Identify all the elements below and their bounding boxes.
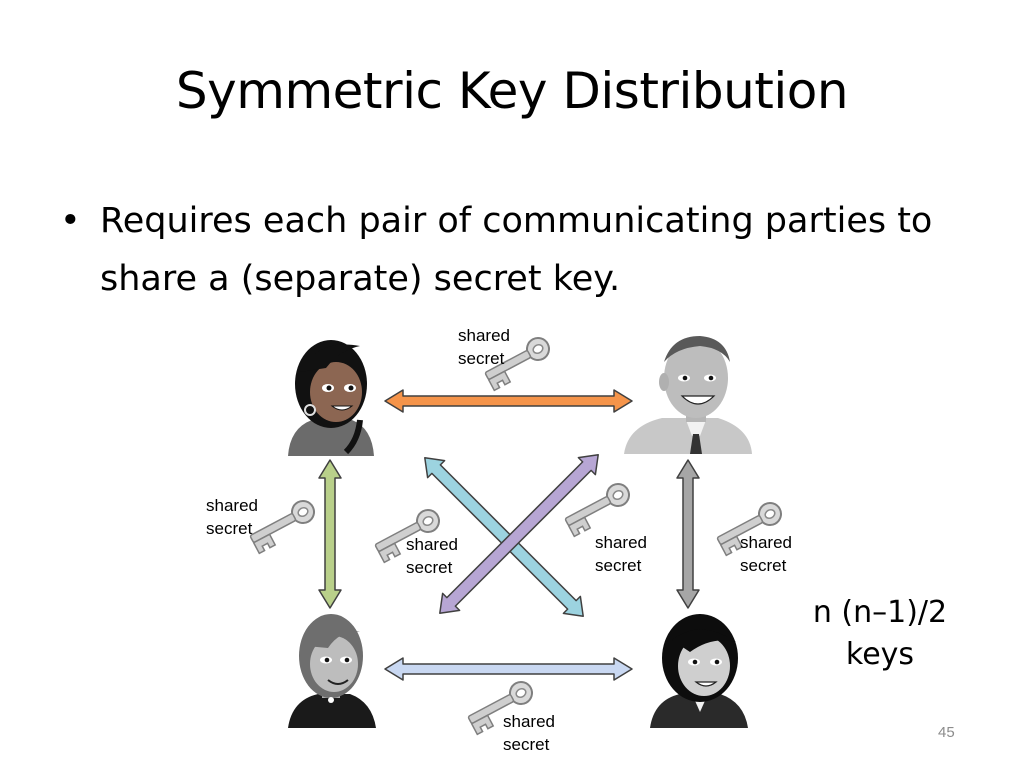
- slide-title: Symmetric Key Distribution: [175, 62, 849, 120]
- label-bottom-line1: shared: [503, 712, 555, 731]
- person-top-left-avatar: [288, 340, 374, 456]
- bullet-marker: •: [60, 201, 81, 241]
- label-bottom-line2: secret: [503, 735, 550, 754]
- arrow-diagonal-up: [439, 454, 599, 614]
- label-left: shared secret: [206, 494, 258, 540]
- label-top: shared secret: [458, 324, 510, 370]
- arrow-left: [318, 459, 342, 609]
- bullet-text: Requires each pair of communicating part…: [100, 201, 933, 299]
- label-left-line1: shared: [206, 496, 258, 515]
- label-center-right: shared secret: [595, 531, 647, 577]
- label-top-line1: shared: [458, 326, 510, 345]
- label-bottom: shared secret: [503, 710, 555, 756]
- page-number: 45: [938, 724, 955, 741]
- person-top-right-avatar: [624, 336, 752, 454]
- person-bottom-right-avatar: [650, 614, 748, 728]
- formula-unit: keys: [845, 637, 915, 672]
- label-right-line2: secret: [740, 556, 787, 575]
- arrow-diagonal-down: [424, 457, 584, 617]
- label-top-line2: secret: [458, 349, 505, 368]
- person-bottom-left-avatar: [288, 614, 376, 728]
- arrow-top: [384, 389, 633, 413]
- arrow-bottom: [384, 657, 633, 681]
- formula-expression: n (n–1)/2: [812, 595, 948, 630]
- label-left-line2: secret: [206, 519, 253, 538]
- key-count-formula: n (n–1)/2 keys: [790, 592, 970, 676]
- label-center-left: shared secret: [406, 533, 458, 579]
- label-center-left-line1: shared: [406, 535, 458, 554]
- arrow-right: [676, 459, 700, 609]
- label-right: shared secret: [740, 531, 792, 577]
- label-center-left-line2: secret: [406, 558, 453, 577]
- label-center-right-line2: secret: [595, 556, 642, 575]
- label-right-line1: shared: [740, 533, 792, 552]
- label-center-right-line1: shared: [595, 533, 647, 552]
